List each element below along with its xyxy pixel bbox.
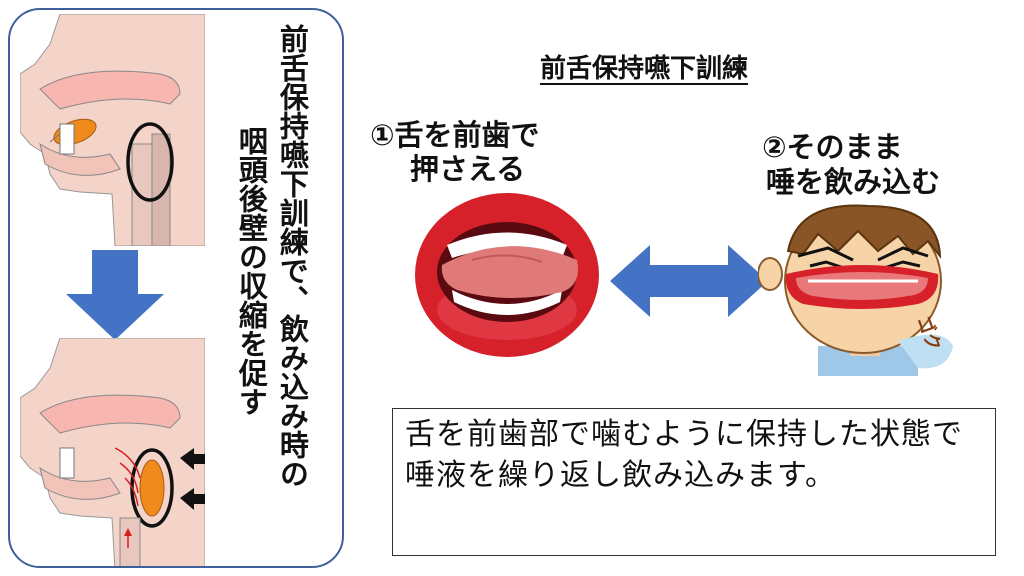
- step2-line2: 唾を飲み込む: [766, 165, 941, 200]
- step1-line1: ①舌を前歯で: [370, 118, 540, 152]
- mouth-tongue-illustration: [415, 193, 599, 357]
- left-panel: 前舌保持嚥下訓練で、飲み込み時の 咽頭後壁の収縮を促す: [8, 8, 344, 568]
- head-cross-section-after: [20, 338, 205, 566]
- boy-swallowing-illustration: [758, 204, 953, 376]
- step2-line1: ②そのまま: [762, 130, 903, 164]
- step1-label: ①舌を前歯で 押さえる: [370, 118, 540, 186]
- page-title: 前舌保持嚥下訓練: [540, 54, 749, 84]
- down-arrow-icon: [66, 250, 164, 340]
- step2-label: ②そのまま 唾を飲み込む: [758, 130, 940, 201]
- step1-line2: 押さえる: [410, 152, 526, 187]
- double-arrow-icon: [610, 245, 768, 317]
- vertical-caption-col2: 咽頭後壁の収縮を促す: [234, 126, 269, 416]
- head-cross-section-before: [20, 14, 205, 246]
- vertical-caption-col1: 前舌保持嚥下訓練で、飲み込み時の: [275, 24, 310, 488]
- description-box: 舌を前歯部で噛むように保持した状態で唾液を繰り返し飲み込みます。: [392, 408, 996, 556]
